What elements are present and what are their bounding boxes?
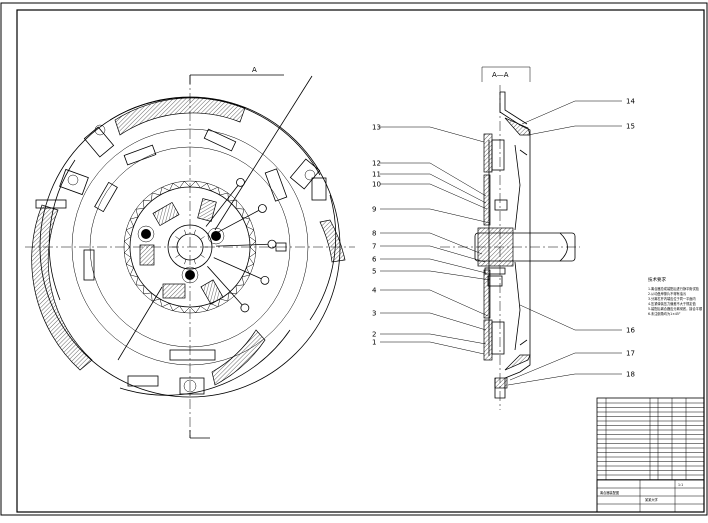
section-title: A—A bbox=[492, 71, 509, 79]
callout-label: 18 bbox=[626, 371, 635, 379]
technical-notes: 技术要求 1.离合器总成装配后进行静平衡试验 2.从动盘摩擦片不得有油污 3.分… bbox=[648, 276, 703, 316]
callouts-right: 14 15 16 17 18 bbox=[507, 98, 635, 386]
callout-label: 7 bbox=[372, 243, 376, 251]
front-view: A bbox=[25, 66, 355, 439]
callout-label: 14 bbox=[626, 98, 635, 106]
callout-label: 3 bbox=[372, 310, 376, 318]
callouts-left: 13 12 11 10 9 8 7 6 5 4 3 21 bbox=[372, 124, 491, 355]
callout-label: 4 bbox=[372, 287, 377, 295]
callout-label: 10 bbox=[372, 181, 381, 189]
drawing-name: 离合器装配图 bbox=[600, 490, 619, 495]
callout-label: 2 bbox=[372, 331, 376, 339]
inner-border bbox=[16, 9, 705, 513]
parts-list-table: 离合器装配图 1:1 某某大学 bbox=[596, 397, 705, 513]
callout-label: 17 bbox=[626, 350, 635, 358]
section-view: A—A bbox=[440, 66, 580, 410]
callout-label: 6 bbox=[372, 256, 377, 264]
callout-label: 16 bbox=[626, 327, 635, 335]
callout-label: 1 bbox=[372, 339, 376, 347]
notes-title: 技术要求 bbox=[648, 276, 666, 283]
note-3: 3.分离杠杆内端应位于同一平面内 bbox=[648, 296, 696, 301]
callout-label: 8 bbox=[372, 230, 376, 238]
note-2: 2.从动盘摩擦片不得有油污 bbox=[648, 291, 687, 296]
note-5: 5.装配后离合器应分离彻底，接合平顺 bbox=[648, 306, 703, 311]
callout-label: 12 bbox=[372, 160, 381, 168]
note-6: 6.未注倒角均为1×45° bbox=[648, 311, 681, 316]
scale: 1:1 bbox=[678, 483, 683, 487]
school-name: 某某大学 bbox=[645, 497, 658, 502]
note-1: 1.离合器总成装配后进行静平衡试验 bbox=[648, 286, 700, 291]
callout-label: 5 bbox=[372, 268, 376, 276]
callout-label: 9 bbox=[372, 206, 376, 214]
note-4: 4.压紧弹簧压力偏差不大于规定值 bbox=[648, 301, 696, 306]
callout-label: 15 bbox=[626, 123, 635, 131]
cut-label-top: A bbox=[252, 66, 257, 74]
callout-label: 11 bbox=[372, 171, 381, 179]
callout-label: 13 bbox=[372, 124, 381, 132]
